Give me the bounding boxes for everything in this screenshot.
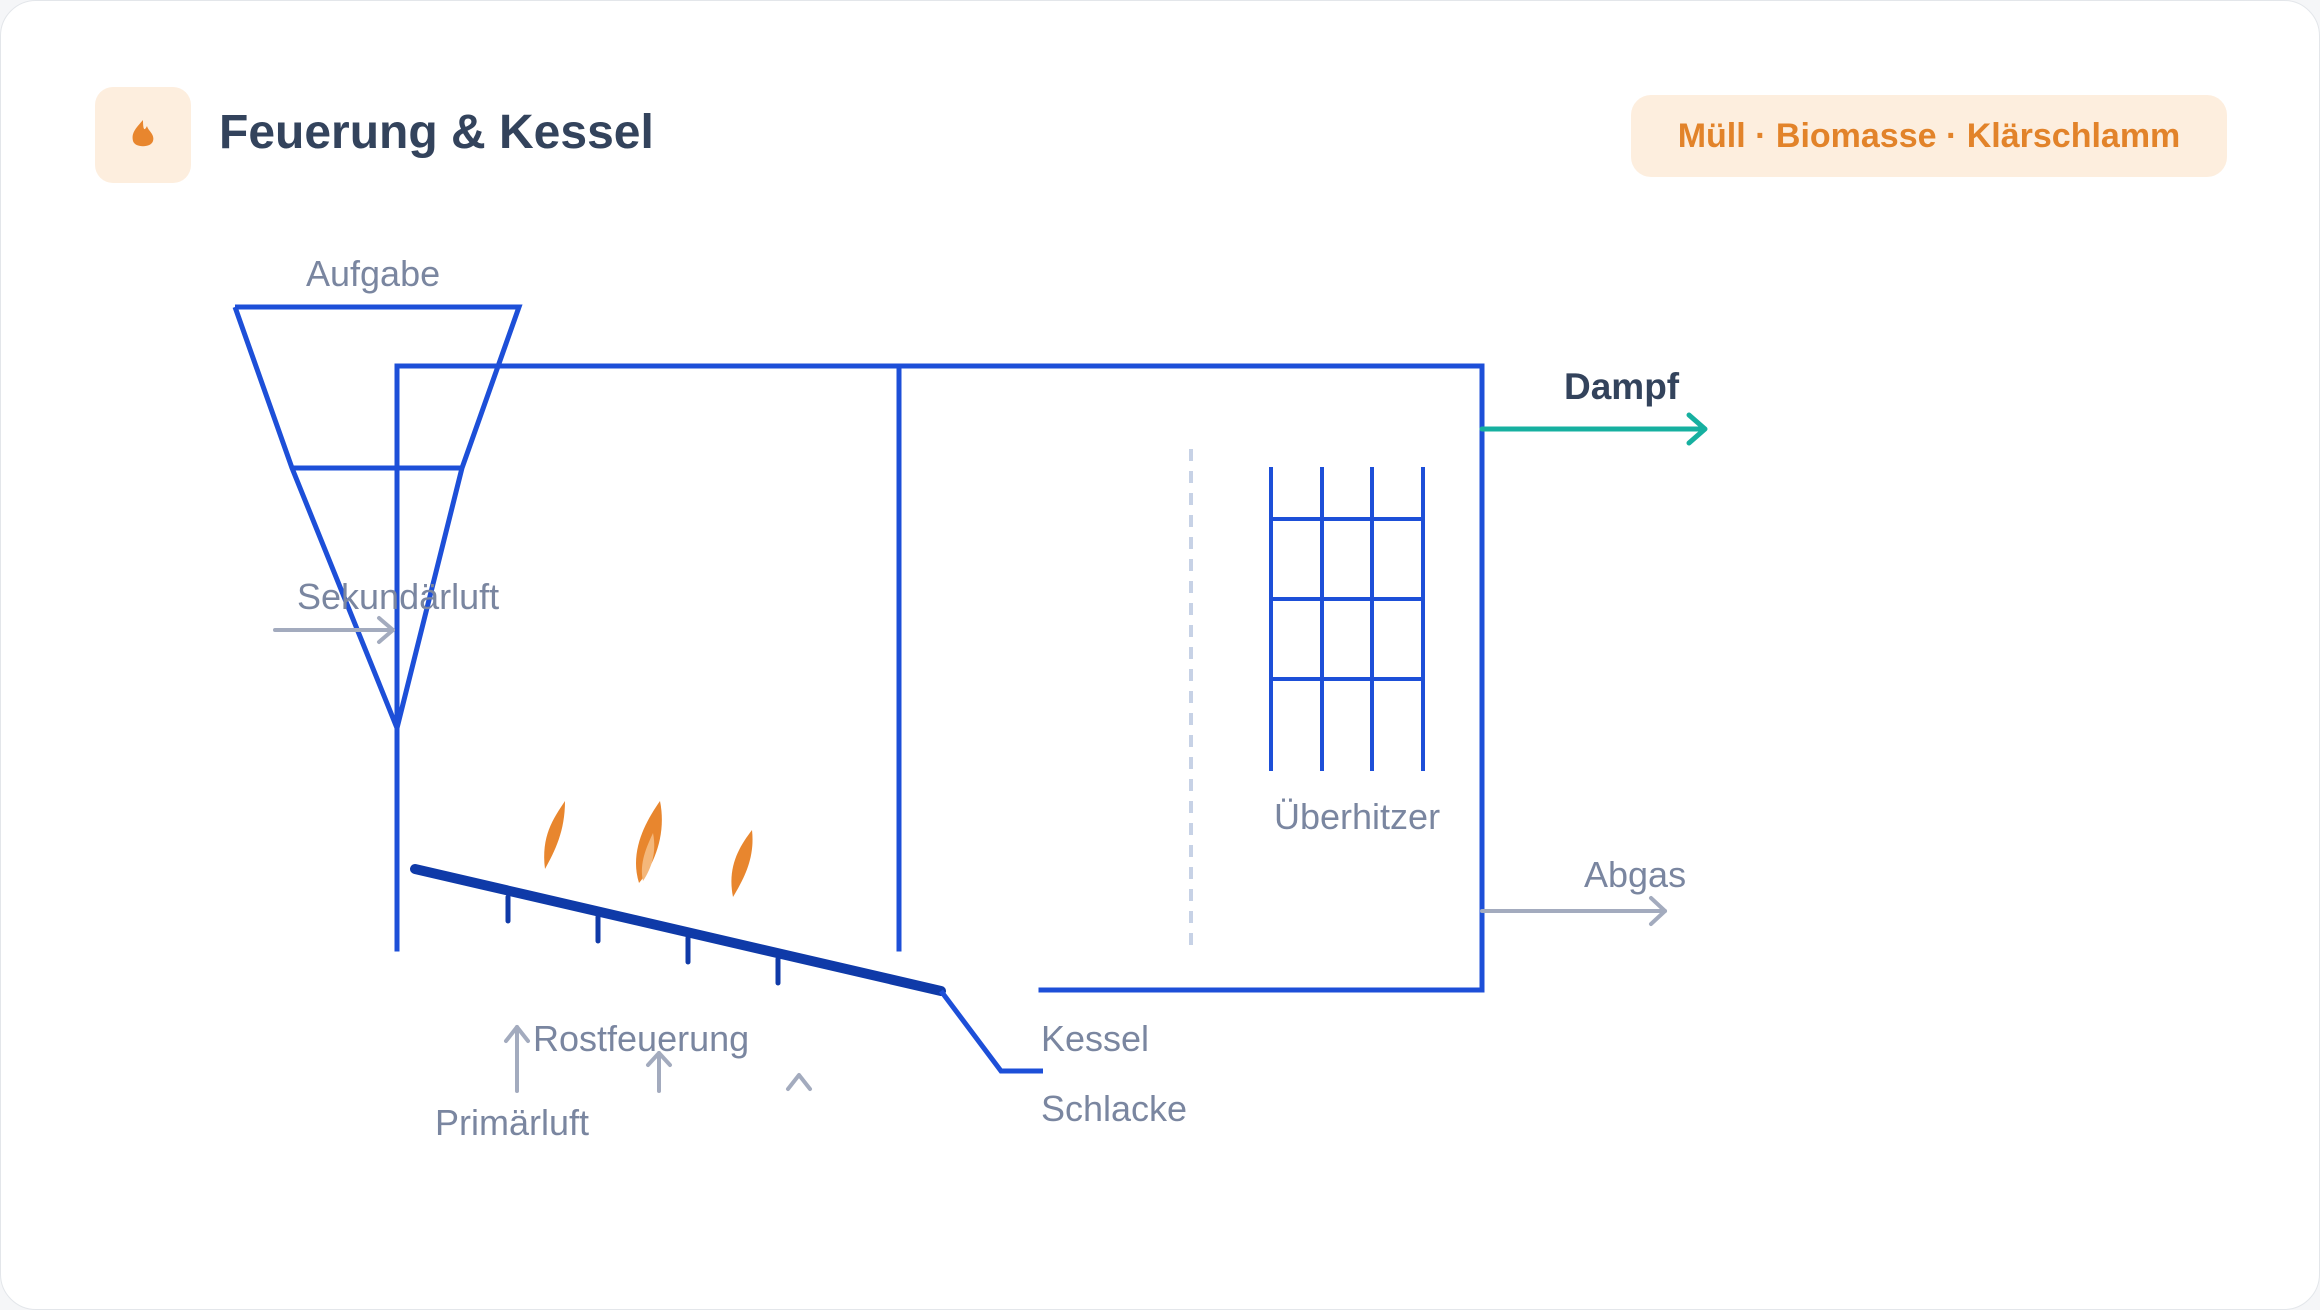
flue-gas-arrow	[1480, 896, 1667, 926]
primary-air-arrow	[786, 1073, 812, 1091]
label-steam: Dampf	[1564, 366, 1680, 407]
grate	[410, 864, 946, 996]
boiler-outline	[394, 363, 1485, 993]
label-slag: Schlacke	[1041, 1088, 1187, 1129]
label-flue-gas: Abgas	[1584, 854, 1686, 895]
page-title: Feuerung & Kessel	[219, 106, 654, 159]
label-boiler: Kessel	[1041, 1018, 1149, 1059]
label-superheater: Überhitzer	[1274, 796, 1440, 837]
primary-air-arrow	[646, 1051, 672, 1093]
fuel-badge: Müll · Biomasse · Klärschlamm	[1631, 95, 2227, 177]
label-grate-firing: Rostfeuerung	[533, 1018, 749, 1059]
primary-air-arrow	[504, 1025, 530, 1093]
slag-chute	[939, 989, 1043, 1074]
flame-icon	[544, 801, 565, 869]
flame-icon	[95, 87, 191, 183]
label-primary-air: Primärluft	[435, 1102, 589, 1143]
feed-hopper	[232, 304, 523, 737]
steam-arrow	[1479, 412, 1708, 446]
label-secondary-air: Sekundärluft	[297, 576, 499, 617]
label-feed: Aufgabe	[306, 253, 440, 294]
secondary-air-arrow	[273, 616, 395, 644]
flame-icon	[635, 801, 662, 883]
flame-icon	[731, 830, 753, 897]
superheater-grid	[1269, 467, 1425, 771]
